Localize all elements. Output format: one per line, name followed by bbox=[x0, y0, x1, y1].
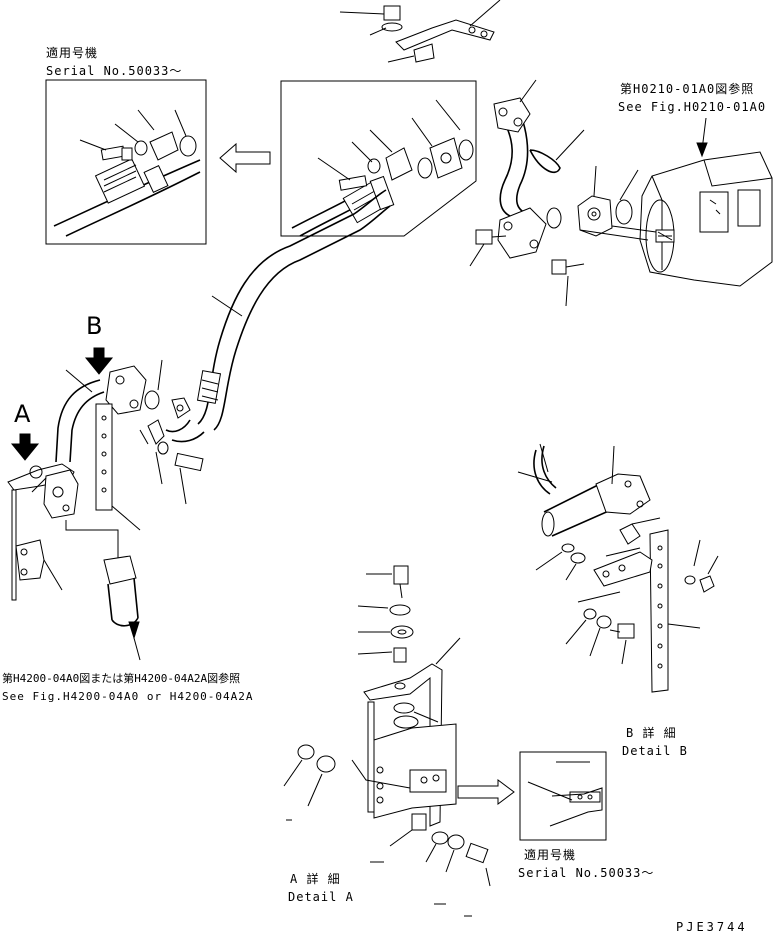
detail-a-arrow bbox=[457, 779, 515, 805]
fig-h0210-en: See Fig.H0210-01A0 bbox=[618, 100, 767, 114]
detail-b-en: Detail B bbox=[622, 744, 688, 758]
fig-h0210-ja: 第H0210-01A0図参照 bbox=[620, 82, 755, 96]
detail-a-ja: A 詳 細 bbox=[290, 872, 341, 886]
fig-h4200-ja: 第H4200-04A0図または第H4200-04A2A図参照 bbox=[2, 672, 241, 685]
left-bracket-assembly bbox=[55, 347, 147, 531]
detail-b bbox=[517, 443, 719, 693]
pump bbox=[551, 117, 773, 307]
view-a-label: A bbox=[14, 400, 31, 428]
tube-to-pump bbox=[469, 79, 585, 267]
detail-a bbox=[283, 565, 491, 917]
inset-flange-detail bbox=[280, 80, 477, 237]
top-bracket-parts bbox=[339, 0, 501, 63]
fig-h4200-en: See Fig.H4200-04A0 or H4200-04A2A bbox=[2, 690, 254, 703]
main-hose bbox=[165, 189, 391, 443]
view-b-label: B bbox=[86, 312, 103, 340]
detail-b-ja: B 詳 細 bbox=[626, 726, 677, 740]
inset-arrow bbox=[219, 142, 271, 174]
serial-top-ja: 適用号機 bbox=[46, 46, 99, 60]
left-view-a-assembly bbox=[7, 433, 141, 661]
serial-top-en: Serial No.50033～ bbox=[46, 64, 183, 78]
inset-serial-top bbox=[45, 79, 207, 245]
serial-bottom-ja: 適用号機 bbox=[524, 848, 577, 862]
serial-bottom-en: Serial No.50033～ bbox=[518, 866, 655, 880]
hose-end-parts bbox=[139, 359, 204, 505]
detail-a-en: Detail A bbox=[288, 890, 354, 904]
inset-serial-bottom bbox=[519, 751, 607, 841]
drawing-code: PJE3744 bbox=[676, 920, 748, 934]
